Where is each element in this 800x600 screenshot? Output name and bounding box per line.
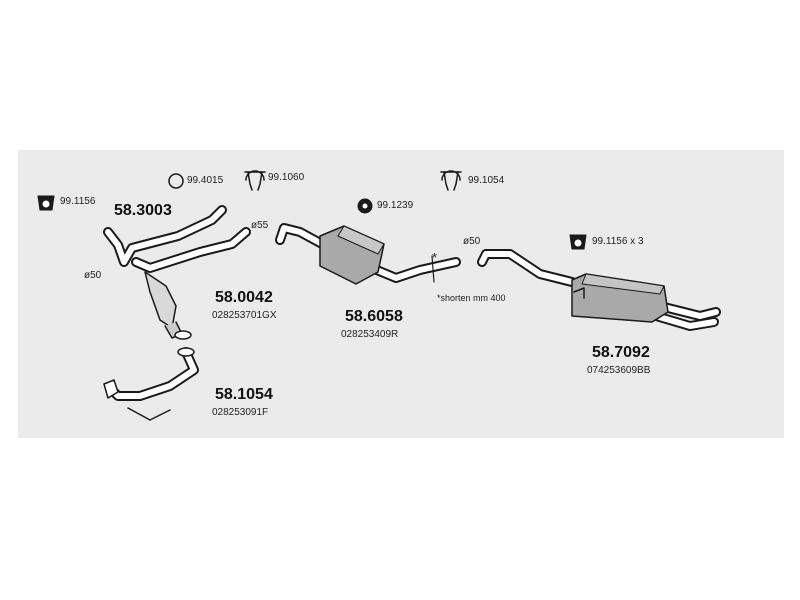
mounting-rubber-icon xyxy=(357,198,373,214)
oem-number: 028253409R xyxy=(341,329,399,340)
oem-number: 074253609BB xyxy=(587,365,651,376)
catalyst-58-0042 xyxy=(131,227,251,340)
part-number: 58.6058 xyxy=(345,308,403,325)
accessory-label: 99.1054 xyxy=(468,175,505,186)
diameter-label: ø55 xyxy=(251,220,269,231)
part-number: 58.1054 xyxy=(215,386,273,403)
diameter-label: ø50 xyxy=(84,270,102,281)
shorten-note: *shorten mm 400 xyxy=(437,293,506,303)
part-number: 58.3003 xyxy=(114,202,172,219)
accessory-label: 99.4015 xyxy=(187,175,224,186)
shorten-asterisk: * xyxy=(432,250,438,265)
part-number: 58.0042 xyxy=(215,289,273,306)
part-number: 58.7092 xyxy=(592,344,650,361)
diameter-label: ø50 xyxy=(463,236,481,247)
accessory-label: 99.1239 xyxy=(377,200,414,211)
silencer-58-7092 xyxy=(477,249,721,331)
silencer-58-6058 xyxy=(275,223,461,285)
ring-gasket-icon xyxy=(168,173,184,189)
pipe-58-1054 xyxy=(103,347,199,421)
accessory-label: 99.1156 x 3 xyxy=(592,236,644,247)
accessory-label: 99.1060 xyxy=(268,172,305,183)
rubber-hanger-icon xyxy=(569,234,587,250)
clamp-icon xyxy=(440,170,462,191)
accessory-label: 99.1156 xyxy=(60,196,96,207)
oem-number: 028253091F xyxy=(212,407,269,418)
clamp-icon xyxy=(244,170,266,191)
pipe-58-3003 xyxy=(103,205,227,267)
oem-number: 028253701GX xyxy=(212,310,277,321)
rubber-hanger-icon xyxy=(37,195,55,211)
